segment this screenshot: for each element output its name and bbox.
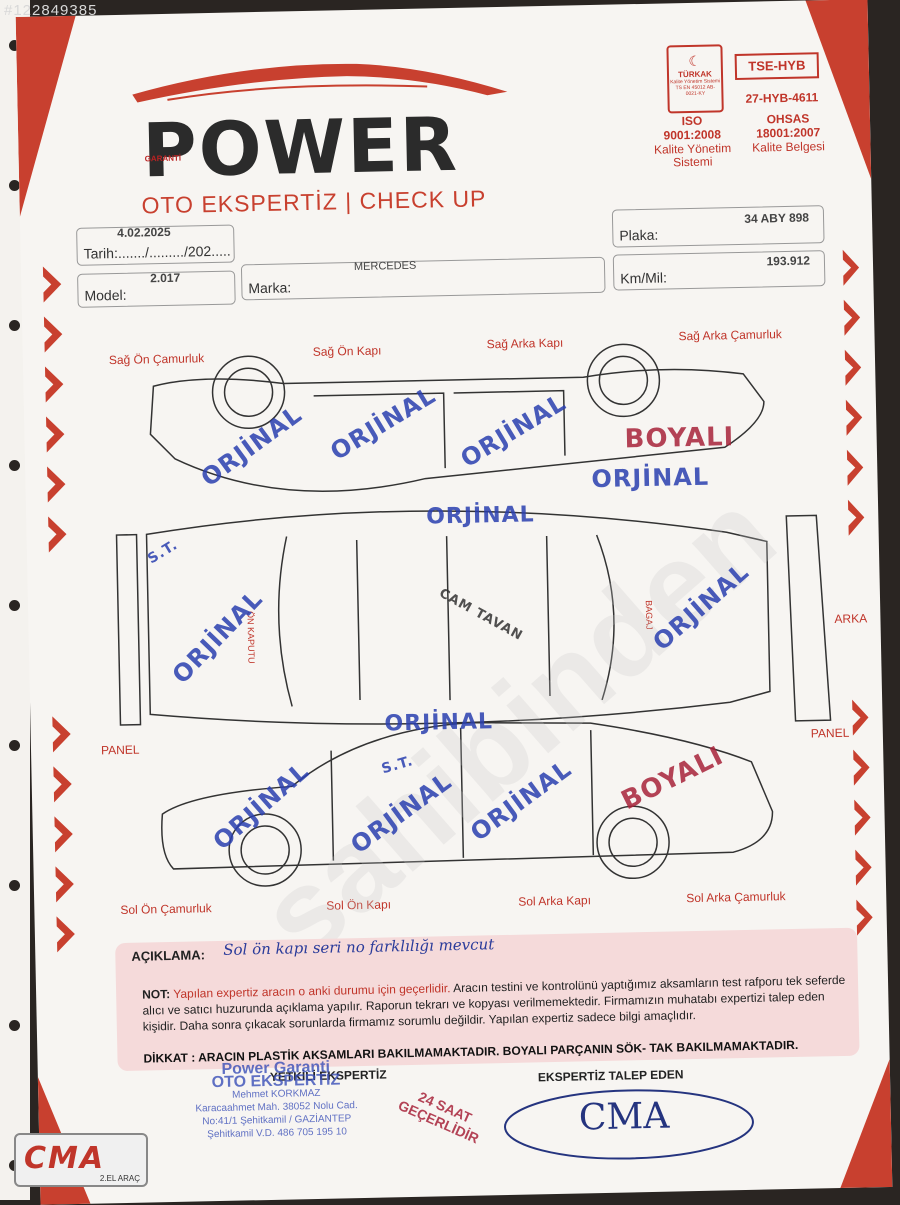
binder-hole (9, 40, 20, 51)
stamp-boyali-1: BOYALI (624, 422, 735, 455)
right-side-body (149, 368, 765, 492)
signature-oval (504, 1089, 754, 1160)
description-label: AÇIKLAMA: (131, 947, 206, 964)
binder-hole (9, 600, 20, 611)
roof-lines (355, 536, 551, 701)
requester-signature: CMA (578, 1095, 670, 1139)
stamp-orjinal-5: ORJİNAL (425, 502, 535, 530)
logo-car-swoosh (132, 63, 508, 103)
left-front-wheel-rim (240, 825, 290, 875)
right-front-wheel (211, 355, 286, 430)
top-view-body (145, 510, 771, 725)
left-side-doors (330, 727, 595, 861)
windshields (277, 534, 615, 707)
company-stamp: Power Garanti OTO EKSPERTİZ Mehmet KORKM… (156, 1059, 398, 1142)
right-front-wheel-rim (223, 367, 274, 418)
rear-bumper (785, 514, 832, 722)
expertise-report-sheet: POWER GARANTİ OTO EKSPERTİZ | CHECK UP ☾… (15, 0, 893, 1205)
left-rear-wheel (596, 805, 670, 880)
dealer-logo-sub: 2.EL ARAÇ (99, 1174, 140, 1183)
right-side-doors (313, 389, 566, 469)
stamp-orjinal-8: ORJİNAL (384, 709, 494, 737)
left-rear-wheel-rim (608, 817, 658, 868)
right-rear-wheel (586, 343, 661, 418)
dealer-logo-name: CMA (24, 1141, 106, 1176)
binder-hole (9, 320, 20, 331)
note-prefix: NOT: (142, 987, 171, 1002)
left-side-body (161, 721, 774, 870)
binder-hole (9, 880, 20, 891)
binder-hole (9, 740, 20, 751)
image-id-watermark: #122849385 (4, 2, 98, 19)
dealer-logo: CMA 2.EL ARAÇ (14, 1133, 148, 1187)
left-front-wheel (228, 813, 302, 887)
front-bumper (115, 533, 142, 726)
right-rear-wheel-rim (598, 355, 649, 406)
binder-hole (9, 1020, 20, 1031)
binder-hole (9, 460, 20, 471)
stamp-orjinal-4: ORJİNAL (591, 462, 710, 494)
binder-hole (9, 180, 20, 191)
car-diagram (115, 343, 832, 887)
